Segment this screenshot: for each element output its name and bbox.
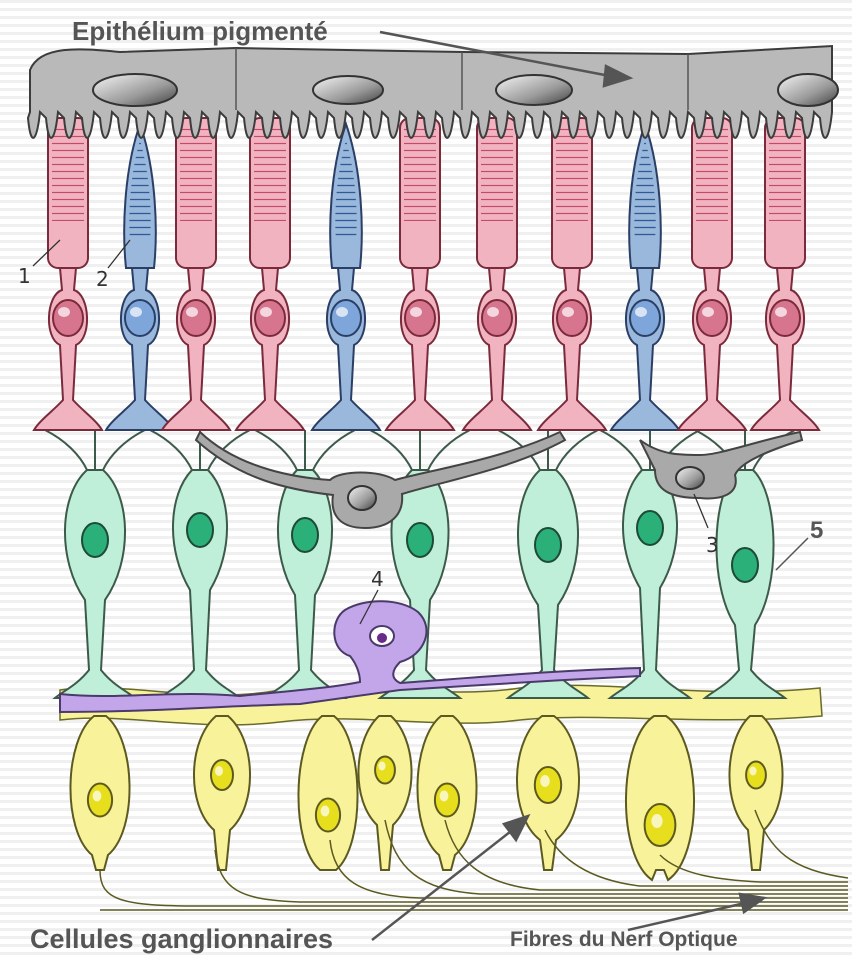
nucleus-icon (482, 300, 512, 336)
nucleus-icon (331, 300, 361, 336)
nucleus-icon (535, 528, 561, 562)
nucleus-icon (732, 548, 758, 582)
nucleus-icon (181, 300, 211, 336)
horizontal-nucleus-icon (348, 486, 376, 510)
nucleus-icon (255, 300, 285, 336)
nucleus-icon (697, 300, 727, 336)
nucleus-icon (292, 518, 318, 552)
epithelium-nucleus-icon (778, 74, 838, 106)
nucleus-icon (375, 757, 395, 784)
ganglion-cells-label: Cellules ganglionnaires (30, 924, 333, 954)
nucleus-icon (211, 760, 233, 790)
marker-muller: 5 (810, 517, 823, 544)
nucleus-icon (125, 300, 155, 336)
epithelium-nucleus-icon (496, 75, 572, 105)
epithelium-label: Epithélium pigmenté (72, 16, 328, 46)
marker-cone: 2 (96, 267, 109, 291)
nucleus-icon (82, 523, 108, 557)
nucleus-icon (407, 523, 433, 557)
nucleus-icon (405, 300, 435, 336)
nucleus-icon (53, 300, 83, 336)
marker-amacrine: 4 (371, 567, 384, 591)
marker-horizontal: 3 (706, 533, 719, 557)
nucleus-icon (770, 300, 800, 336)
optic-fibres-label: Fibres du Nerf Optique (510, 928, 738, 951)
nucleus-icon (557, 300, 587, 336)
nucleus-icon (637, 511, 663, 545)
marker-rod: 1 (18, 264, 31, 288)
nucleus-icon (187, 513, 213, 547)
ganglion-cell (298, 716, 357, 870)
nucleus-icon (746, 762, 766, 789)
nucleus-icon (630, 300, 660, 336)
epithelium-nucleus-icon (93, 74, 177, 106)
epithelium-nucleus-icon (313, 76, 383, 104)
